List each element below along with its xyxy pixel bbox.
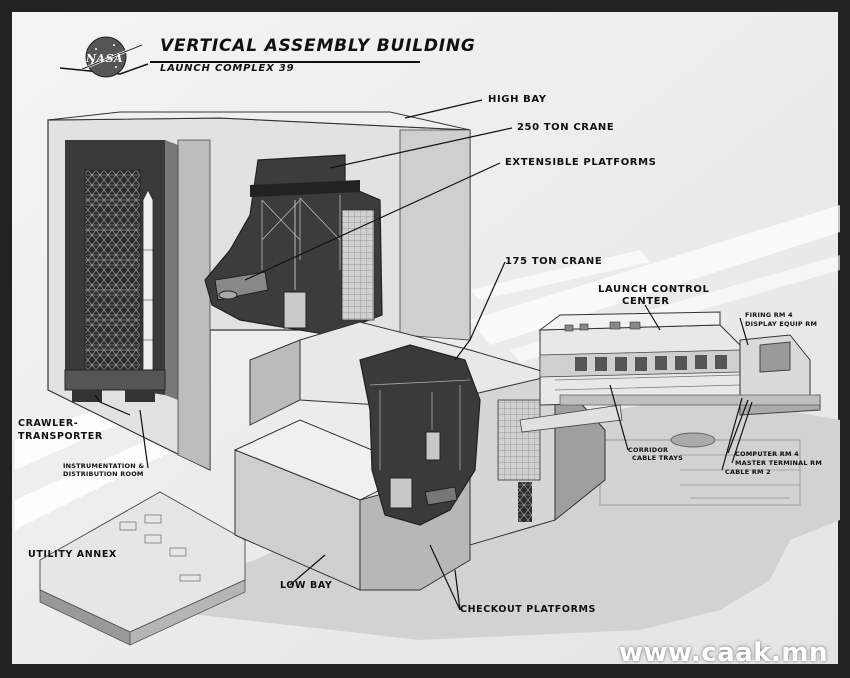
page-subtitle: LAUNCH COMPLEX 39 bbox=[160, 63, 295, 74]
label-checkout-platforms: CHECKOUT PLATFORMS bbox=[460, 604, 596, 615]
label-low-bay: LOW BAY bbox=[280, 580, 333, 591]
parking-lines bbox=[680, 454, 800, 499]
label-distribution-room: DISTRIBUTION ROOM bbox=[63, 470, 144, 478]
label-computer-rm: COMPUTER RM 4 bbox=[735, 450, 799, 458]
label-250-ton-crane: 250 TON CRANE bbox=[517, 122, 615, 133]
label-cable-trays: CABLE TRAYS bbox=[632, 454, 684, 462]
label-instrumentation: INSTRUMENTATION & bbox=[63, 462, 145, 470]
light-streak bbox=[470, 250, 650, 300]
label-master-terminal-rm: MASTER TERMINAL RM bbox=[735, 459, 823, 467]
label-launch-control-center: CENTER bbox=[622, 296, 670, 307]
label-corridor: CORRIDOR bbox=[628, 446, 669, 454]
label-extensible-platforms: EXTENSIBLE PLATFORMS bbox=[505, 157, 657, 168]
launch-control-center-building bbox=[519, 311, 821, 433]
page-title: VERTICAL ASSEMBLY BUILDING bbox=[160, 36, 476, 56]
watermark-text: www.caak.mn bbox=[618, 638, 828, 668]
label-firing-rm: FIRING RM 4 bbox=[745, 311, 793, 319]
label-cable-rm: CABLE RM 2 bbox=[725, 468, 771, 476]
low-bay-window-grid bbox=[497, 399, 541, 481]
corridor bbox=[519, 404, 623, 433]
saturn-v-and-tower bbox=[64, 169, 166, 402]
nasa-swoosh bbox=[59, 63, 149, 75]
crawlerway-strip bbox=[15, 430, 195, 530]
lcc-windows bbox=[575, 355, 727, 371]
crane-truss bbox=[261, 195, 341, 270]
label-175-ton-crane: 175 TON CRANE bbox=[505, 256, 603, 267]
low-bay-crane bbox=[369, 379, 471, 470]
label-utility-annex: UTILITY ANNEX bbox=[28, 549, 117, 560]
round-pad bbox=[670, 432, 716, 448]
label-launch-control: LAUNCH CONTROL bbox=[598, 284, 710, 295]
label-transporter: TRANSPORTER bbox=[18, 431, 103, 442]
nasa-logo-text: NASA bbox=[86, 52, 124, 65]
label-crawler: CRAWLER- bbox=[18, 418, 79, 429]
low-bay-structure bbox=[233, 321, 606, 591]
utility-annex-building bbox=[39, 491, 246, 646]
leader-lines bbox=[94, 99, 753, 611]
nasa-logo bbox=[81, 36, 143, 78]
light-streak bbox=[470, 205, 840, 345]
label-display-equip-rm: DISPLAY EQUIP RM bbox=[745, 320, 818, 328]
label-high-bay: HIGH BAY bbox=[488, 94, 547, 105]
